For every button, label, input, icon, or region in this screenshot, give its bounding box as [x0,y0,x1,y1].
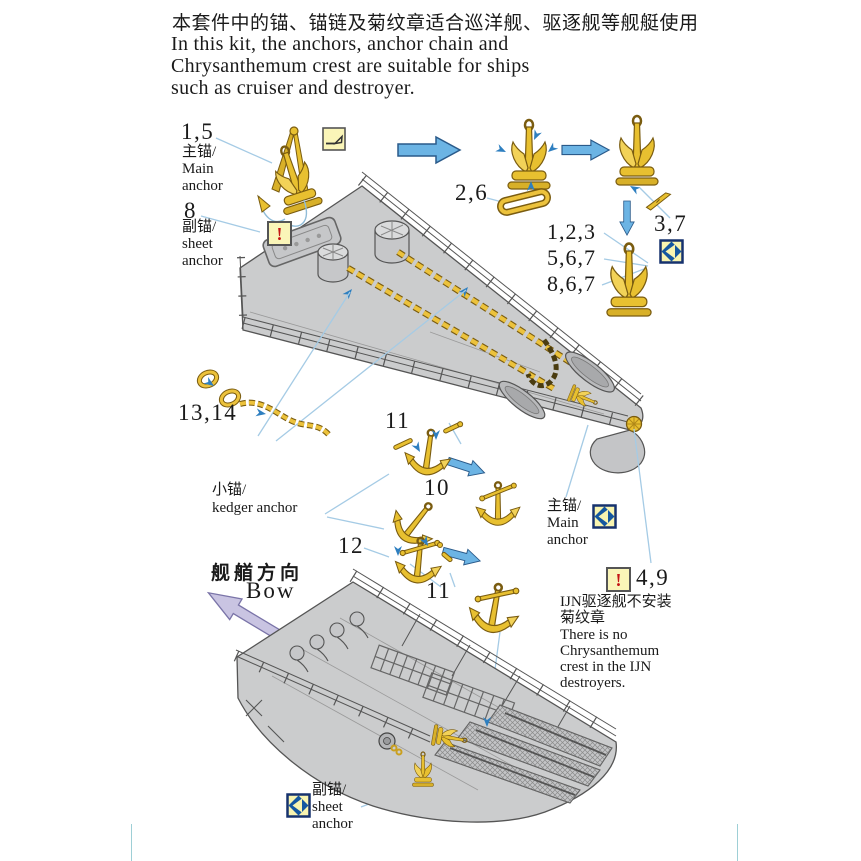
crest-note-en1: There is no [560,627,628,643]
arrow-right-1 [397,136,461,164]
crest-note-en2: Chrysanthemum [560,643,660,659]
winch [378,732,403,756]
anchor-stock-ring-part [497,188,551,216]
main-anchor-label-en1: Main [182,161,214,177]
bow-label-en: Bow [246,578,296,603]
main-anchor-label-cn: 主锚/ [182,144,217,160]
page-border-right [737,824,738,861]
arrow-down [619,200,635,236]
flow-arrows [206,136,635,640]
part-number-crest-note: 4,9 [636,565,670,590]
main-anchor-deck-label-cn: 主锚/ [547,498,582,514]
sheet-anchor-label-cn: 副锚/ [182,219,217,235]
chain-grating [262,216,342,268]
chain-mesh-deck [434,704,613,804]
anchor-chain-part [196,369,333,439]
part-number-chain: 13,14 [178,400,238,425]
crest-note-en4: destroyers. [560,675,626,691]
sheet-anchor-deck-label-en2: anchor [312,816,353,832]
assembly-step-2: 5,6,7 [547,245,596,270]
bow-direction-arrow [206,591,281,640]
part-number-main-anchor: 1,5 [181,119,215,144]
part-number-kedger2: 12 [338,533,364,558]
sheet-anchor-deck-label-cn: 副锚/ [312,782,347,798]
main-anchor-crane-assembly [257,126,325,227]
part-number-crest: 3,7 [654,211,688,236]
part-number-kedger-stock: 11 [385,408,411,433]
arrow-right-2 [561,139,610,161]
attach-diamond-icon [286,793,311,818]
kedger-assembled-10 [476,482,520,525]
main-anchor-deck-label-en2: anchor [547,532,588,548]
description-line-2: Chrysanthemum crest are suitable for shi… [171,55,530,77]
assembly-step-3: 8,6,7 [547,271,596,296]
arrow-right-3 [445,452,488,482]
main-anchor-label-en2: anchor [182,178,223,194]
main-anchor-final [605,242,653,318]
attach-diamond-icon [659,239,684,264]
main-anchor-assembled [605,114,672,318]
capstan [374,220,410,264]
sheet-anchor-deck-label-en1: sheet [312,799,343,815]
part-number-kedger2-stock: 11 [426,578,452,603]
part-number-sheet-anchor: 8 [184,198,197,223]
attach-diamond-icon [592,504,617,529]
crest-note-cn2: 菊纹章 [560,610,606,626]
sheet-anchor-label-en2: anchor [182,253,223,269]
description-line-1: In this kit, the anchors, anchor chain a… [171,33,509,55]
crest-note-cn1: IJN驱逐舰不安装 [560,594,672,610]
caution-icon: ! [267,221,292,246]
description-line-3: such as cruiser and destroyer. [171,77,415,99]
bow-label-cn: 舰艏方向 [211,563,304,584]
assembly-step-1: 1,2,3 [547,219,596,244]
caution-mark: ! [276,223,283,244]
crest-blade-part [645,192,672,211]
part-number-stock: 2,6 [455,180,489,205]
kedger-label-en: kedger anchor [212,500,298,516]
upper-deck-illustration [237,171,646,474]
kedger-label-cn: 小锚/ [212,482,247,498]
main-anchor-deck-label-en1: Main [547,515,579,531]
main-anchor-exploded [495,118,559,216]
ventilators [289,611,369,673]
lower-deck-illustration [233,568,620,823]
title-chinese: 本套件中的锚、锚链及菊纹章适合巡洋舰、驱逐舰等舰艇使用 [172,13,699,34]
caution-icon: ! [606,567,631,592]
fold-icon [322,127,346,151]
kedger-anchor-group [383,421,523,637]
page-border-left [131,824,132,861]
crest-note-en3: crest in the IJN [560,659,652,675]
sheet-anchor-label-en1: sheet [182,236,213,252]
chrysanthemum-crest [625,415,643,433]
capstan [317,243,349,283]
caution-mark: ! [615,569,622,590]
hawse-pipe [498,380,546,420]
part-number-kedger-assembled: 10 [424,475,450,500]
kedger-assembled-11 [466,580,523,637]
hawse-pipe [565,351,615,393]
